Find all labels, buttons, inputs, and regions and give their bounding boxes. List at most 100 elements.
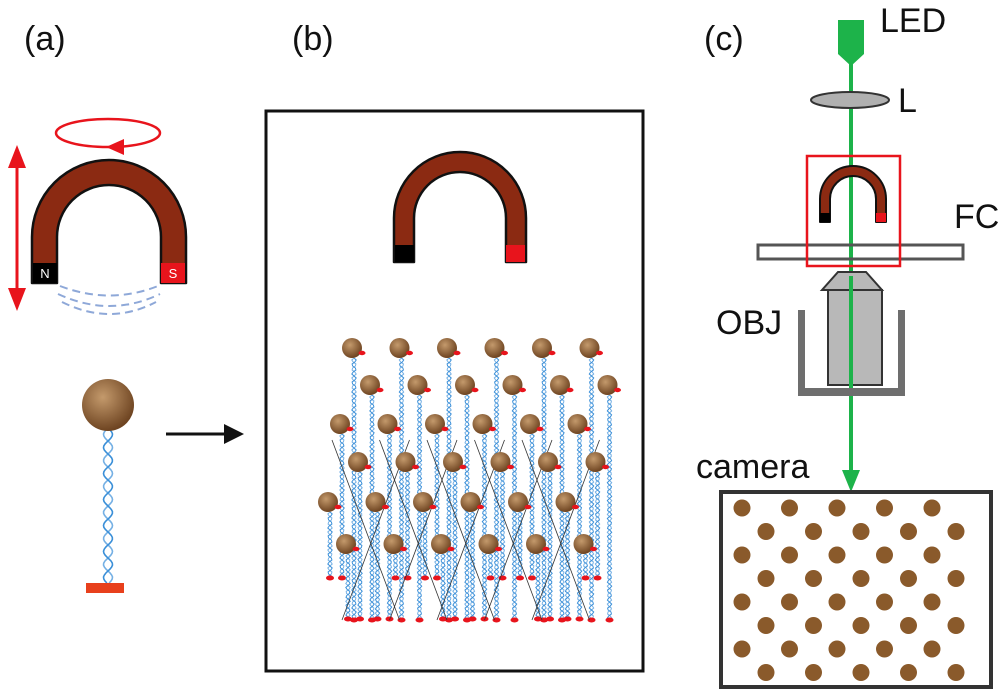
lattice-bead <box>431 534 451 554</box>
camera-bead <box>947 570 965 587</box>
bead-marker <box>429 504 437 510</box>
anchor-point <box>581 575 590 581</box>
camera-bead <box>828 640 846 658</box>
dna-strand <box>547 471 553 620</box>
camera-bead <box>923 593 941 611</box>
anchor-point <box>326 575 334 581</box>
dna-tether <box>102 427 114 584</box>
bead-marker <box>524 504 532 510</box>
dna-strand <box>529 433 535 579</box>
dna-strand <box>606 394 613 621</box>
anchor-point <box>439 616 447 622</box>
dna-strand <box>576 433 583 620</box>
dna-strand <box>487 553 494 579</box>
bead-marker <box>471 387 479 393</box>
camera-bead <box>781 640 798 658</box>
camera-bead-image <box>733 499 965 681</box>
dna-strand <box>339 433 345 579</box>
lattice-bead <box>413 492 433 512</box>
camera-bead <box>805 523 822 540</box>
dna-strand <box>582 553 589 579</box>
down-arrowhead-icon <box>8 288 26 311</box>
bead-marker <box>477 504 484 510</box>
lattice-bead <box>348 452 368 472</box>
dna-strand <box>541 357 547 621</box>
dna-strand <box>493 357 500 621</box>
camera-bead <box>757 617 775 634</box>
camera-bead <box>733 546 751 564</box>
anchor-point <box>445 617 453 623</box>
camera-bead <box>900 523 917 540</box>
dna-strand <box>357 471 363 620</box>
lattice-bead <box>484 338 505 358</box>
dna-strand <box>422 511 428 579</box>
camera-bead <box>876 640 893 658</box>
camera-bead <box>852 664 870 681</box>
camera-label: camera <box>696 448 810 486</box>
dna-strand <box>446 357 452 621</box>
lattice-bead <box>508 492 528 512</box>
camera-bead <box>947 523 965 540</box>
lattice-bead <box>318 492 338 512</box>
lattice-bead <box>567 414 588 434</box>
lattice-bead <box>532 338 552 358</box>
camera-bead <box>852 617 870 634</box>
camera-bead <box>923 546 941 564</box>
dna-strand <box>398 357 405 621</box>
tether-line <box>341 439 410 621</box>
bead-marker <box>495 546 502 552</box>
dna-strand <box>392 553 399 579</box>
lattice-bead <box>330 414 350 434</box>
south-pole-block <box>161 263 185 283</box>
lattice-bead <box>585 452 606 472</box>
flow-cell-label: FC <box>954 198 1000 236</box>
bead-marker <box>614 387 621 393</box>
lattice-bead <box>520 414 540 434</box>
panel-c <box>719 20 993 689</box>
bead-marker <box>376 387 384 393</box>
anchor-point <box>593 575 602 581</box>
dna-strand <box>499 471 506 579</box>
camera-bead <box>828 546 846 564</box>
bead-marker <box>584 426 591 432</box>
camera-bead <box>805 617 822 634</box>
camera-bead <box>852 523 870 540</box>
bead-marker <box>602 464 609 470</box>
transition-arrowhead-icon <box>224 424 244 444</box>
bead-marker <box>501 350 508 356</box>
objective-label: OBJ <box>716 304 783 342</box>
lattice-bead <box>555 492 576 512</box>
camera-bead <box>876 593 893 611</box>
camera-bead <box>781 593 798 611</box>
bead-marker <box>346 426 354 432</box>
led-icon <box>838 20 864 66</box>
dna-strand <box>357 471 363 620</box>
lattice-bead <box>407 375 428 395</box>
bead-marker <box>548 350 556 356</box>
camera-bead <box>828 499 846 517</box>
camera-bead <box>876 546 893 564</box>
bead-marker <box>554 464 562 470</box>
camera-bead <box>852 570 870 587</box>
dna-strand <box>582 553 589 579</box>
tether-line <box>484 439 553 621</box>
lattice-bead <box>579 338 600 358</box>
lattice-bead <box>389 338 410 358</box>
lattice-bead <box>472 414 493 434</box>
camera-bead <box>757 664 775 681</box>
south-pole-block-b <box>506 245 525 262</box>
anchor-point <box>510 617 519 623</box>
bead-marker <box>334 504 342 510</box>
tether-line <box>521 439 590 621</box>
lattice-bead <box>597 375 618 395</box>
camera-bead <box>876 499 893 517</box>
anchor-point <box>356 616 364 622</box>
bead-marker <box>358 350 366 356</box>
anchor-point <box>575 616 584 622</box>
bead-marker <box>519 387 526 393</box>
camera-bead <box>805 570 822 587</box>
dna-strand <box>345 553 351 620</box>
anchor-point <box>528 575 536 581</box>
magnet-icon-b <box>392 150 528 264</box>
